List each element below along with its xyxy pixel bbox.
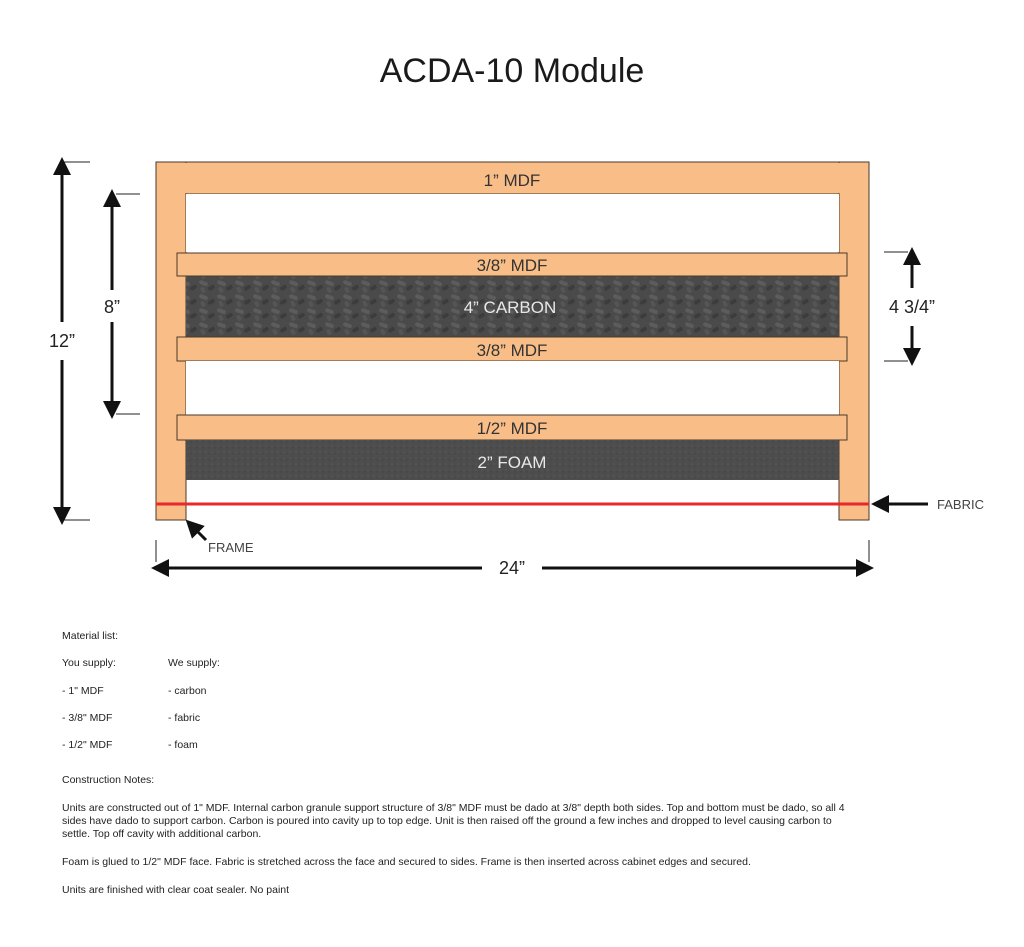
dim-height-total-label: 12” — [49, 331, 75, 351]
label-shelf-upper: 3/8” MDF — [477, 256, 548, 275]
label-carbon: 4” CARBON — [464, 298, 557, 317]
construction-notes-heading: Construction Notes: — [62, 774, 155, 786]
you-supply-label: You supply: — [62, 657, 116, 669]
label-foam: 2” FOAM — [478, 453, 547, 472]
you-supply-item: - 3/8" MDF — [62, 712, 113, 724]
you-supply-item: - 1/2" MDF — [62, 739, 113, 751]
page-title: ACDA-10 Module — [379, 52, 645, 90]
fabric-callout-label: FABRIC — [937, 497, 984, 512]
dim-height-inner-label: 8” — [104, 297, 120, 317]
dim-width-label: 24” — [499, 558, 525, 578]
foam-fill — [186, 440, 839, 480]
label-top-board: 1” MDF — [484, 171, 541, 190]
frame-callout-label: FRAME — [208, 540, 254, 555]
dimension-height-inner: 8” — [103, 189, 140, 419]
carbon-fill — [186, 276, 839, 338]
we-supply-label: We supply: — [168, 657, 220, 669]
dimension-height-total: 12” — [49, 157, 90, 525]
shelf-lower-3-8-mdf — [176, 336, 848, 362]
label-shelf-lower: 3/8” MDF — [477, 341, 548, 360]
construction-paragraph: Units are constructed out of 1" MDF. Int… — [62, 802, 845, 840]
construction-paragraph: Units are finished with clear coat seale… — [62, 884, 290, 896]
label-shelf-half: 1/2” MDF — [477, 419, 548, 438]
fabric-callout: FABRIC — [871, 495, 984, 513]
we-supply-item: - foam — [168, 739, 198, 751]
frame-callout: FRAME — [185, 519, 254, 555]
material-list-heading: Material list: — [62, 630, 119, 642]
dim-carbon-label: 4 3/4” — [889, 297, 935, 317]
dimension-width: 24” — [151, 540, 874, 578]
we-supply-item: - carbon — [168, 685, 207, 697]
shelf-upper-3-8-mdf — [176, 252, 848, 277]
we-supply-item: - fabric — [168, 712, 201, 724]
you-supply-item: - 1" MDF — [62, 685, 104, 697]
module-diagram: 1” MDF 3/8” MDF 4” CARBON 3/8” MDF 1/2” … — [49, 157, 984, 578]
construction-paragraph: Foam is glued to 1/2" MDF face. Fabric i… — [62, 856, 751, 868]
dimension-carbon-section: 4 3/4” — [884, 247, 935, 366]
